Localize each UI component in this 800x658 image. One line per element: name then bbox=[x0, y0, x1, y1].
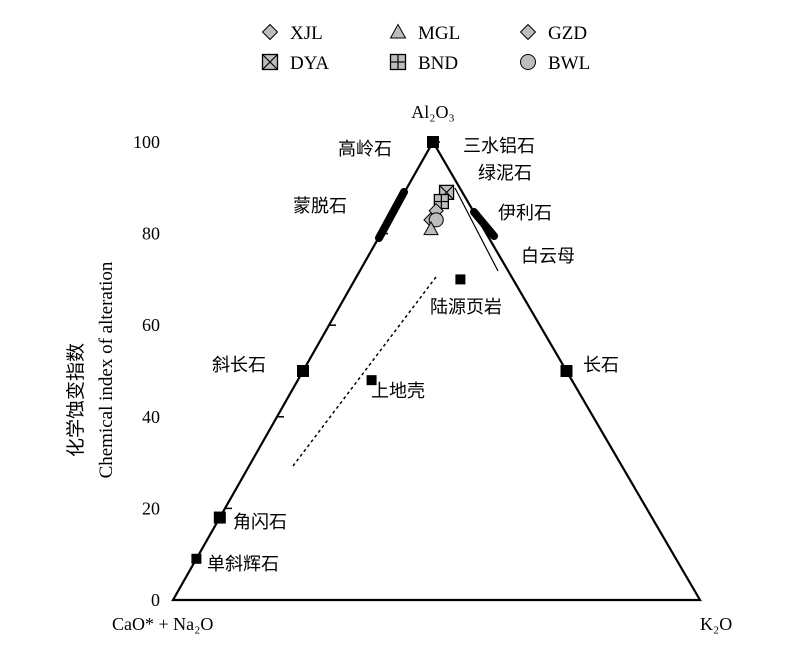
illite-muscovite-field bbox=[470, 208, 498, 240]
weathering-trend-line bbox=[292, 276, 437, 467]
reference-point-marker bbox=[455, 274, 466, 285]
label-kaolinite: 高岭石 bbox=[338, 139, 392, 160]
annotations: Al₂O₃ CaO* + Na₂O K₂O 化学蚀变指数 Chemical in… bbox=[65, 102, 732, 634]
sample-point bbox=[423, 220, 439, 236]
legend-label: XJL bbox=[290, 23, 323, 44]
marker-diamond bbox=[519, 23, 537, 41]
legend-item: XJL bbox=[261, 23, 323, 44]
legend-label: BND bbox=[418, 53, 458, 74]
y-axis-label-cn: 化学蚀变指数 bbox=[65, 343, 87, 457]
label-montmorillonite: 蒙脱石 bbox=[293, 196, 347, 217]
montmorillonite-field bbox=[375, 188, 408, 242]
label-hornblende: 角闪石 bbox=[233, 512, 287, 533]
legend-item: BWL bbox=[520, 53, 590, 74]
reference-markers bbox=[191, 136, 573, 564]
marker-circle bbox=[520, 54, 536, 70]
legend-item: BND bbox=[389, 53, 458, 74]
label-muscovite: 白云母 bbox=[521, 246, 575, 267]
label-plagioclase: 斜长石 bbox=[212, 355, 266, 376]
y-tick-label: 20 bbox=[142, 498, 160, 518]
mineral-marker bbox=[297, 365, 309, 377]
label-shale: 陆源页岩 bbox=[430, 297, 502, 318]
mineral-marker bbox=[191, 553, 202, 564]
legend-item: DYA bbox=[261, 53, 329, 74]
marker-triangle bbox=[423, 220, 439, 236]
label-chlorite: 绿泥石 bbox=[478, 163, 532, 184]
legend-item: GZD bbox=[519, 23, 587, 44]
label-gibbsite: 三水铝石 bbox=[463, 136, 535, 157]
legend-item: MGL bbox=[389, 23, 460, 44]
y-tick-label: 60 bbox=[142, 315, 160, 335]
label-feldspar: 长石 bbox=[583, 355, 619, 376]
legend-label: DYA bbox=[290, 53, 329, 74]
k-addition-trend-line bbox=[454, 187, 499, 272]
y-axis-label-en: Chemical index of alteration bbox=[96, 261, 117, 478]
vertex-label-left: CaO* + Na₂O bbox=[112, 614, 213, 634]
sample-markers bbox=[423, 184, 455, 236]
label-clinopyroxene: 单斜辉石 bbox=[207, 554, 279, 575]
label-upper-crust: 上地壳 bbox=[371, 381, 425, 402]
vertex-label-top: Al₂O₃ bbox=[411, 102, 455, 122]
marker-box-x-stroke bbox=[262, 54, 278, 70]
vertex-label-right: K₂O bbox=[700, 614, 732, 634]
mineral-marker bbox=[427, 136, 439, 148]
y-tick-label: 80 bbox=[142, 224, 160, 244]
y-axis: 0 20 40 60 80 100 bbox=[133, 132, 440, 610]
mineral-marker bbox=[560, 365, 573, 377]
legend-label: GZD bbox=[548, 23, 587, 44]
sample-point bbox=[428, 212, 444, 228]
legend-label: MGL bbox=[418, 23, 460, 44]
marker-diamond bbox=[261, 23, 279, 41]
y-tick-label: 40 bbox=[142, 407, 160, 427]
legend: XJL MGL GZD DYA BND BWL bbox=[261, 23, 590, 74]
label-illite: 伊利石 bbox=[498, 203, 552, 224]
y-tick-label: 100 bbox=[133, 132, 160, 152]
reference-point-marker bbox=[366, 375, 377, 386]
legend-label: BWL bbox=[548, 53, 590, 74]
marker-circle bbox=[428, 212, 444, 228]
y-tick-label: 0 bbox=[151, 590, 160, 610]
marker-triangle bbox=[389, 23, 407, 39]
mineral-marker bbox=[213, 511, 226, 524]
